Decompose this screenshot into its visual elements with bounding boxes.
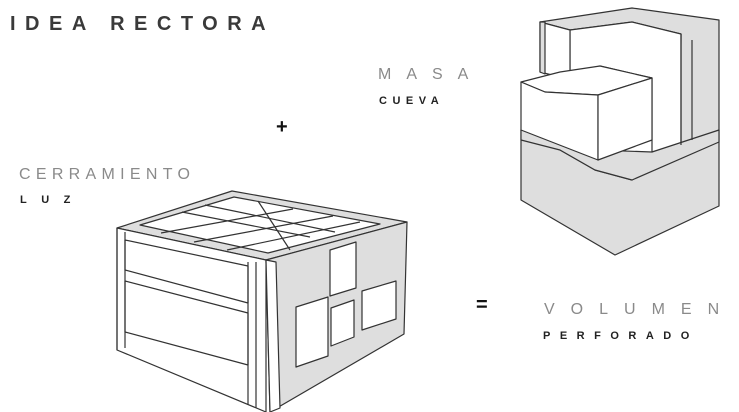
masa-cueva-drawing xyxy=(520,7,720,256)
skylight-panel xyxy=(139,196,381,254)
equals-sign: = xyxy=(476,294,488,316)
page-title: IDEA RECTORA xyxy=(10,13,276,35)
cueva-sublabel: CUEVA xyxy=(379,95,445,107)
masa-label: MASA xyxy=(378,66,484,83)
skylight-mullion-6 xyxy=(257,200,291,251)
wall-opening-4 xyxy=(361,280,397,331)
cueva-left-block-side xyxy=(539,21,546,75)
skylight-mullion-4 xyxy=(181,211,311,238)
plus-sign: + xyxy=(276,116,288,138)
perforado-sublabel: PERFORADO xyxy=(543,330,699,342)
perforated-wall-edge xyxy=(265,259,281,412)
cerramiento-label: CERRAMIENTO xyxy=(19,166,196,183)
cueva-front-block-right xyxy=(597,77,653,161)
wall-opening-1 xyxy=(329,241,357,297)
cerramiento-luz-drawing xyxy=(116,190,408,412)
skylight-mullion-2 xyxy=(193,215,334,243)
skylight-mullion-3 xyxy=(226,221,361,251)
wall-opening-3 xyxy=(330,299,355,347)
luz-sublabel: LUZ xyxy=(20,194,85,206)
wall-opening-2 xyxy=(295,296,329,368)
volumen-label: VOLUMEN xyxy=(544,301,736,318)
